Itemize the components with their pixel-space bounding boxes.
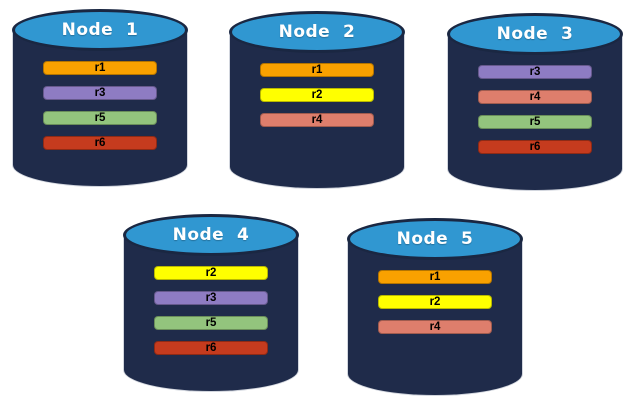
node-1-replica-list: r1 r3 r5 r6 xyxy=(43,61,157,150)
replica-label: r6 xyxy=(529,141,541,153)
node-5-cylinder-top: Node 5 xyxy=(347,218,523,260)
replica-label: r4 xyxy=(429,321,441,333)
node-3-cylinder-body xyxy=(447,34,623,191)
replica-label: r2 xyxy=(205,267,217,279)
node-5-cylinder-body xyxy=(347,239,523,396)
replica-bar-r6: r6 xyxy=(43,136,157,150)
replica-label: r1 xyxy=(311,64,323,76)
replica-label: r3 xyxy=(529,66,541,78)
node-2-replica-list: r1 r2 r4 xyxy=(260,63,374,127)
replica-bar-r2: r2 xyxy=(260,88,374,102)
node-4-cylinder: Node 4 r2 r3 r5 r6 xyxy=(123,214,299,392)
node-5-cylinder: Node 5 r1 r2 r4 xyxy=(347,218,523,396)
node-2-cylinder-top: Node 2 xyxy=(229,11,405,53)
replica-label: r1 xyxy=(94,62,106,74)
replica-label: r5 xyxy=(529,116,541,128)
node-5-title: Node 5 xyxy=(396,229,474,249)
node-2-cylinder: Node 2 r1 r2 r4 xyxy=(229,11,405,189)
replica-label: r4 xyxy=(529,91,541,103)
node-2-cylinder-body xyxy=(229,32,405,189)
node-5-replica-list: r1 r2 r4 xyxy=(378,270,492,334)
replica-bar-r3: r3 xyxy=(43,86,157,100)
replica-bar-r4: r4 xyxy=(260,113,374,127)
node-3-cylinder: Node 3 r3 r4 r5 r6 xyxy=(447,13,623,191)
replica-label: r5 xyxy=(94,112,106,124)
replica-label: r3 xyxy=(94,87,106,99)
replica-bar-r4: r4 xyxy=(378,320,492,334)
replica-label: r1 xyxy=(429,271,441,283)
node-1-cylinder: Node 1 r1 r3 r5 r6 xyxy=(12,9,188,187)
node-3-cylinder-top: Node 3 xyxy=(447,13,623,55)
replica-bar-r5: r5 xyxy=(154,316,268,330)
replica-label: r2 xyxy=(311,89,323,101)
replica-bar-r1: r1 xyxy=(260,63,374,77)
replica-label: r5 xyxy=(205,317,217,329)
replica-bar-r1: r1 xyxy=(378,270,492,284)
replica-bar-r3: r3 xyxy=(154,291,268,305)
node-4-cylinder-body xyxy=(123,235,299,392)
replica-bar-r2: r2 xyxy=(154,266,268,280)
replica-bar-r5: r5 xyxy=(43,111,157,125)
replica-label: r2 xyxy=(429,296,441,308)
node-1-cylinder-top: Node 1 xyxy=(12,9,188,51)
replica-bar-r3: r3 xyxy=(478,65,592,79)
node-1-cylinder-body xyxy=(12,30,188,187)
replica-bar-r4: r4 xyxy=(478,90,592,104)
node-4-cylinder-top: Node 4 xyxy=(123,214,299,256)
node-4-replica-list: r2 r3 r5 r6 xyxy=(154,266,268,355)
replica-bar-r5: r5 xyxy=(478,115,592,129)
replica-bar-r2: r2 xyxy=(378,295,492,309)
replica-bar-r6: r6 xyxy=(154,341,268,355)
node-3-title: Node 3 xyxy=(496,24,574,44)
replica-label: r3 xyxy=(205,292,217,304)
node-4-title: Node 4 xyxy=(172,225,250,245)
replica-label: r4 xyxy=(311,114,323,126)
replica-bar-r1: r1 xyxy=(43,61,157,75)
node-2-title: Node 2 xyxy=(278,22,356,42)
replica-label: r6 xyxy=(205,342,217,354)
node-1-title: Node 1 xyxy=(61,20,139,40)
replica-bar-r6: r6 xyxy=(478,140,592,154)
node-3-replica-list: r3 r4 r5 r6 xyxy=(478,65,592,154)
replica-label: r6 xyxy=(94,137,106,149)
